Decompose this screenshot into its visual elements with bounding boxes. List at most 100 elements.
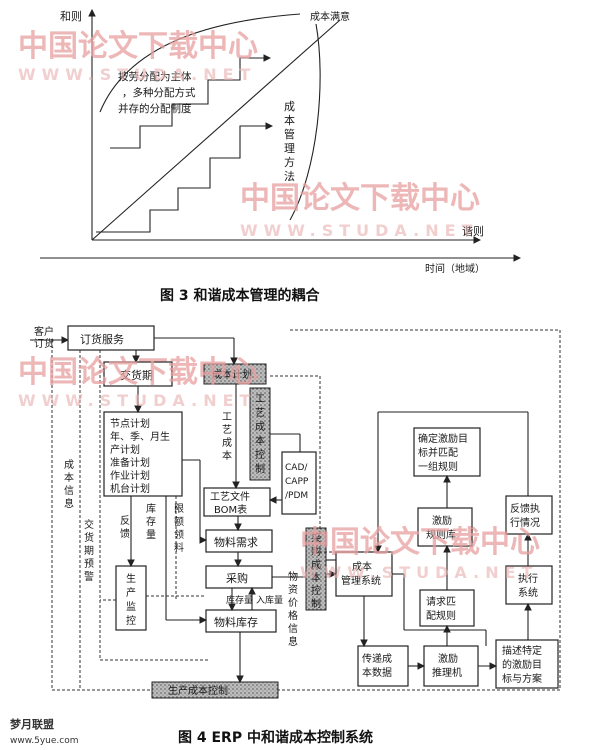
process-doc-label-2: BOM表 <box>214 503 247 516</box>
request-match-rules-label-2: 配规则 <box>426 609 456 622</box>
svg-text:限: 限 <box>174 503 184 515</box>
svg-text:成: 成 <box>311 559 321 571</box>
time-axis-label: 时间（地域） <box>425 262 485 275</box>
plans-text: 节点计划 年、季、月生 产计划 准备计划 作业计划 机台计划 <box>110 417 170 495</box>
svg-text:控: 控 <box>126 614 136 627</box>
svg-text:产: 产 <box>126 586 136 599</box>
svg-text:资: 资 <box>288 584 298 596</box>
svg-text:交: 交 <box>84 518 94 531</box>
svg-text:准备计划: 准备计划 <box>110 456 150 469</box>
svg-text:工: 工 <box>255 394 265 405</box>
svg-text:成: 成 <box>222 437 232 449</box>
cad-text: CAD/ CAPP /PDM <box>285 463 309 501</box>
method-text: 成 本 管 理 方 法 <box>284 100 295 183</box>
process-cost-text: 工 艺 成 本 <box>222 412 232 462</box>
svg-text:艺: 艺 <box>222 424 232 436</box>
customer-label-1: 客户 <box>34 325 54 338</box>
incentive-engine-box <box>423 645 479 687</box>
diagonal-line <box>91 19 341 241</box>
incentive-rule-base-label-1: 激励 <box>432 514 452 527</box>
svg-text:CAPP: CAPP <box>285 477 309 487</box>
corner-logo-url: www.5yue.com <box>10 736 79 746</box>
curve-label: 成本满意 <box>310 10 350 23</box>
watermark-en-2: WWW.STUDA.NET <box>240 221 478 240</box>
distribution-text-2: ，多种分配方式 <box>122 86 196 99</box>
figure-4: 客户 订货 订货服务 交货期 成本计划 节点计划 年、季、月生 产计划 准备计划… <box>30 325 561 746</box>
material-cost-control-box <box>305 527 327 611</box>
delivery-period-label: 交货期 <box>120 368 153 382</box>
production-monitor-box <box>115 565 147 631</box>
determine-incentive-label-2: 标并匹配 <box>418 446 458 459</box>
svg-text:馈: 馈 <box>120 527 130 540</box>
outer-dashed-top <box>290 329 561 690</box>
svg-text:领: 领 <box>174 528 184 541</box>
transfer-cost-data-label-2: 本数据 <box>362 666 392 679</box>
svg-text:库: 库 <box>146 502 156 515</box>
svg-text:量: 量 <box>146 529 156 541</box>
request-match-rules-label-1: 请求匹 <box>426 595 456 608</box>
watermark-cn-3: 中国论文下载中心 <box>18 355 258 390</box>
svg-text:作业计划: 作业计划 <box>110 469 150 482</box>
material-price-info-text: 物 资 价 格 信 息 <box>288 570 298 648</box>
svg-text:料: 料 <box>174 541 184 554</box>
staircase-lower <box>96 122 274 233</box>
corner-logo-cn: 梦月联盟 <box>10 717 54 731</box>
staircase-upper <box>110 54 272 149</box>
svg-text:生: 生 <box>126 572 136 585</box>
svg-text:货: 货 <box>84 531 94 544</box>
delivery-warning-text: 交 货 期 预 警 <box>84 518 94 583</box>
svg-text:本: 本 <box>222 449 232 462</box>
process-doc-box <box>203 487 271 517</box>
svg-text:息: 息 <box>64 497 74 510</box>
watermark-en-4: WWW.STUDA.NET <box>300 563 538 582</box>
svg-text:年、季、月生: 年、季、月生 <box>110 430 170 443</box>
material-stock-label: 物料库存 <box>214 615 258 629</box>
svg-text:本: 本 <box>311 571 321 584</box>
describe-incentive-label-2: 的激励目 <box>502 658 542 671</box>
svg-text:期: 期 <box>84 545 94 557</box>
watermark-en-1: WWW.STUDA.NET <box>18 65 256 84</box>
outer-dashed-left <box>51 340 560 691</box>
plans-box <box>103 411 183 497</box>
watermark-cn-1: 中国论文下载中心 <box>18 29 258 64</box>
svg-text:产计划: 产计划 <box>110 443 140 456</box>
execute-system-label-2: 系统 <box>518 586 538 599</box>
svg-text:息: 息 <box>288 635 298 648</box>
watermark-cn-4: 中国论文下载中心 <box>300 525 540 560</box>
svg-text:成: 成 <box>64 459 74 471</box>
svg-text:采: 采 <box>311 533 321 545</box>
distribution-text-1: 按劳分配为主体 <box>118 70 192 83</box>
satisfaction-curve-upper <box>99 13 301 113</box>
svg-text:本: 本 <box>255 434 265 447</box>
svg-text:机台计划: 机台计划 <box>110 482 150 495</box>
order-service-label: 订货服务 <box>80 332 124 346</box>
incentive-rule-base-box <box>417 507 473 547</box>
cad-box <box>281 451 317 515</box>
execute-system-label-1: 执行 <box>518 572 538 585</box>
feedback-exec-label-2: 行情况 <box>510 516 540 529</box>
watermark-en-3: WWW.STUDA.NET <box>18 391 256 410</box>
production-monitor-text: 生 产 监 控 <box>126 572 136 627</box>
dashed-connectors <box>79 350 336 690</box>
transfer-cost-data-box <box>357 645 409 687</box>
satisfaction-curve-right <box>289 23 321 221</box>
corner-logo: 梦月联盟 www.5yue.com <box>10 717 79 746</box>
svg-text:监: 监 <box>126 600 136 613</box>
svg-text:警: 警 <box>84 570 94 583</box>
figure-3: 和则 谐则 时间（地域） 成本满意 按劳分配为主体 ，多种分配方式 并存的分配制… <box>40 8 522 304</box>
determine-incentive-box <box>413 427 481 477</box>
svg-text:预: 预 <box>84 558 94 570</box>
feedback-text: 反 馈 <box>120 515 130 540</box>
determine-incentive-label-3: 一组规则 <box>418 460 458 473</box>
determine-incentive-label-1: 确定激励目 <box>418 432 468 445</box>
svg-text:制: 制 <box>255 462 265 475</box>
svg-text:本: 本 <box>64 471 74 484</box>
y-axis-label: 和则 <box>60 10 82 23</box>
svg-text:控: 控 <box>311 584 321 597</box>
process-doc-label-1: 工艺文件 <box>210 490 250 503</box>
svg-text:存: 存 <box>146 515 156 528</box>
svg-text:价: 价 <box>288 597 298 609</box>
cost-mgmt-system-label-2: 管理系统 <box>341 574 381 587</box>
x-axis-label: 谐则 <box>462 224 484 238</box>
material-cost-control-text: 采 购 成 本 控 制 <box>311 533 321 610</box>
